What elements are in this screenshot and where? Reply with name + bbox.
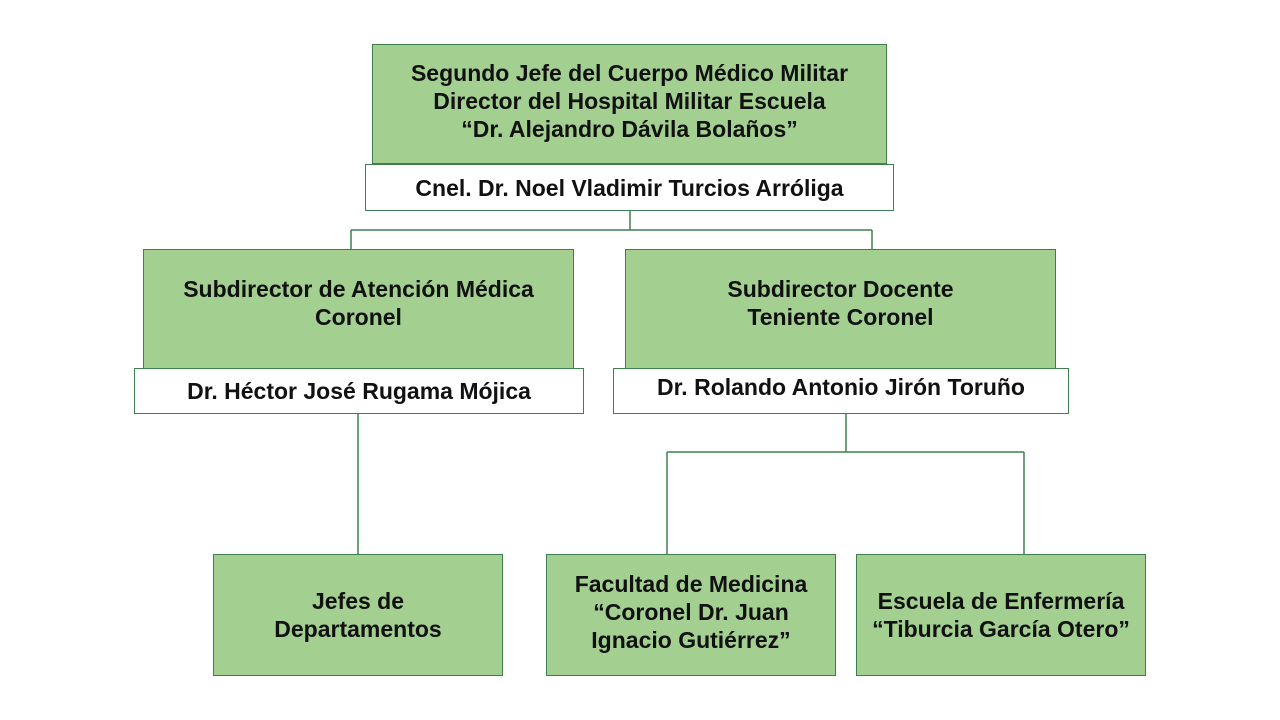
dept-heads-box: Jefes de Departamentos [213,554,503,676]
medicine-faculty-line-2: “Coronel Dr. Juan [593,599,789,625]
medicine-faculty-line-3: Ignacio Gutiérrez” [591,627,791,653]
sub-medical-title-line-1: Subdirector de Atención Médica [183,276,534,302]
nursing-school-line-1: Escuela de Enfermería [877,588,1125,614]
sub-teaching-title-box: Subdirector Docente Teniente Coronel [625,249,1056,369]
sub-teaching-title-line-2: Teniente Coronel [747,304,934,330]
director-title-line-2: Director del Hospital Militar Escuela [433,88,826,114]
director-title-line-3: “Dr. Alejandro Dávila Bolaños” [461,116,798,142]
sub-medical-title: Subdirector de Atención Médica Coronel [183,275,534,331]
director-title-box: Segundo Jefe del Cuerpo Médico Militar D… [372,44,887,164]
sub-medical-name-box: Dr. Héctor José Rugama Mójica [134,368,584,414]
nursing-school-label: Escuela de Enfermería “Tiburcia García O… [872,587,1130,643]
medicine-faculty-box: Facultad de Medicina “Coronel Dr. Juan I… [546,554,836,676]
sub-teaching-title-line-1: Subdirector Docente [727,276,954,302]
medicine-faculty-line-1: Facultad de Medicina [574,571,808,597]
director-name-box: Cnel. Dr. Noel Vladimir Turcios Arróliga [365,164,894,211]
medicine-faculty-label: Facultad de Medicina “Coronel Dr. Juan I… [575,570,808,654]
sub-medical-title-box: Subdirector de Atención Médica Coronel [143,249,574,369]
dept-heads-label: Jefes de Departamentos [274,587,441,643]
director-title: Segundo Jefe del Cuerpo Médico Militar D… [411,59,848,143]
sub-medical-name: Dr. Héctor José Rugama Mójica [187,378,531,404]
director-name: Cnel. Dr. Noel Vladimir Turcios Arróliga [415,174,844,201]
sub-teaching-name-box: Dr. Rolando Antonio Jirón Toruño [613,368,1069,414]
nursing-school-box: Escuela de Enfermería “Tiburcia García O… [856,554,1146,676]
nursing-school-line-2: “Tiburcia García Otero” [872,616,1130,642]
dept-heads-line-1: Jefes de [311,588,405,614]
director-title-line-1: Segundo Jefe del Cuerpo Médico Militar [410,60,849,86]
sub-medical-title-line-2: Coronel [315,304,402,330]
dept-heads-line-2: Departamentos [274,616,442,642]
sub-teaching-name: Dr. Rolando Antonio Jirón Toruño [657,374,1025,400]
sub-teaching-title: Subdirector Docente Teniente Coronel [727,275,953,331]
